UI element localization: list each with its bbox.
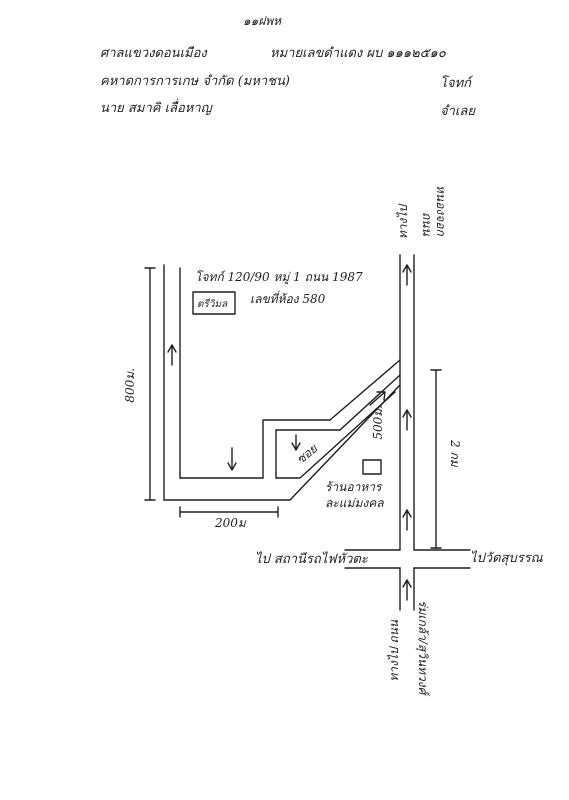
box-label: ตรีวิมล [197, 299, 228, 310]
left-distance-label: 800ม. [123, 368, 137, 403]
bottom-road-label-a: ทางไป ถนน [387, 620, 401, 682]
defendant-role: จำเลย [440, 104, 475, 119]
arrow-left-road [167, 344, 177, 366]
arrow-south [402, 579, 412, 601]
arrow-diagonal [369, 391, 386, 406]
plaintiff-name: คหาดการการเกษ จำกัด (มหาชน) [100, 74, 290, 89]
bottom-distance-label: 200ม [215, 516, 246, 530]
restaurant-label-1: ร้านอาหาร [325, 480, 382, 494]
top-road-label-a: ทางไป [396, 205, 410, 240]
arrow-main-low [402, 509, 412, 531]
diagonal-soi-upper [329, 359, 401, 421]
diagonal-distance-label: 500ม. [371, 405, 385, 440]
restaurant-marker [362, 459, 382, 475]
arrow-main-mid [402, 409, 412, 431]
cross-left-label: ไป สถานีรถไฟหัวตะ [255, 552, 368, 567]
page-number: ๑๑ฝพห [243, 14, 282, 28]
diagonal-soi-lower [339, 374, 401, 431]
arrow-inner [227, 447, 237, 471]
restaurant-label-2: ละแม่มงคล [325, 496, 384, 510]
case-number: หมายเลขดำแดง ผบ ๑๑๑๒๕๑๐ [270, 46, 446, 61]
court-name: ศาลแขวงดอนเมือง [100, 46, 207, 61]
bottom-road-label-b: ร่มเกล้า/สุวินทวงศ์ [416, 600, 430, 695]
top-road-label-c: หนองจอก [434, 185, 448, 236]
diagonal-soi-inner [275, 391, 396, 479]
arrow-main-up [402, 264, 412, 286]
address-line-2: เลขที่ห้อง 580 [250, 292, 326, 306]
top-road-label-b: ถนน [420, 212, 434, 236]
arrow-inner-2 [291, 434, 301, 451]
defendant-name: นาย สมาคิ เลื่อหาญ [100, 101, 212, 116]
right-distance-label: 2 กม [448, 440, 462, 467]
inner-connector-2 [275, 429, 341, 479]
cross-right-label: ไปวัดสุบรรณ [470, 551, 543, 566]
plaintiff-role: โจทก์ [440, 76, 472, 91]
label-box [192, 291, 236, 315]
inner-connector [262, 419, 331, 479]
address-line-1: โจทก์ 120/90 หมู่ 1 ถนน 1987 [195, 270, 363, 284]
